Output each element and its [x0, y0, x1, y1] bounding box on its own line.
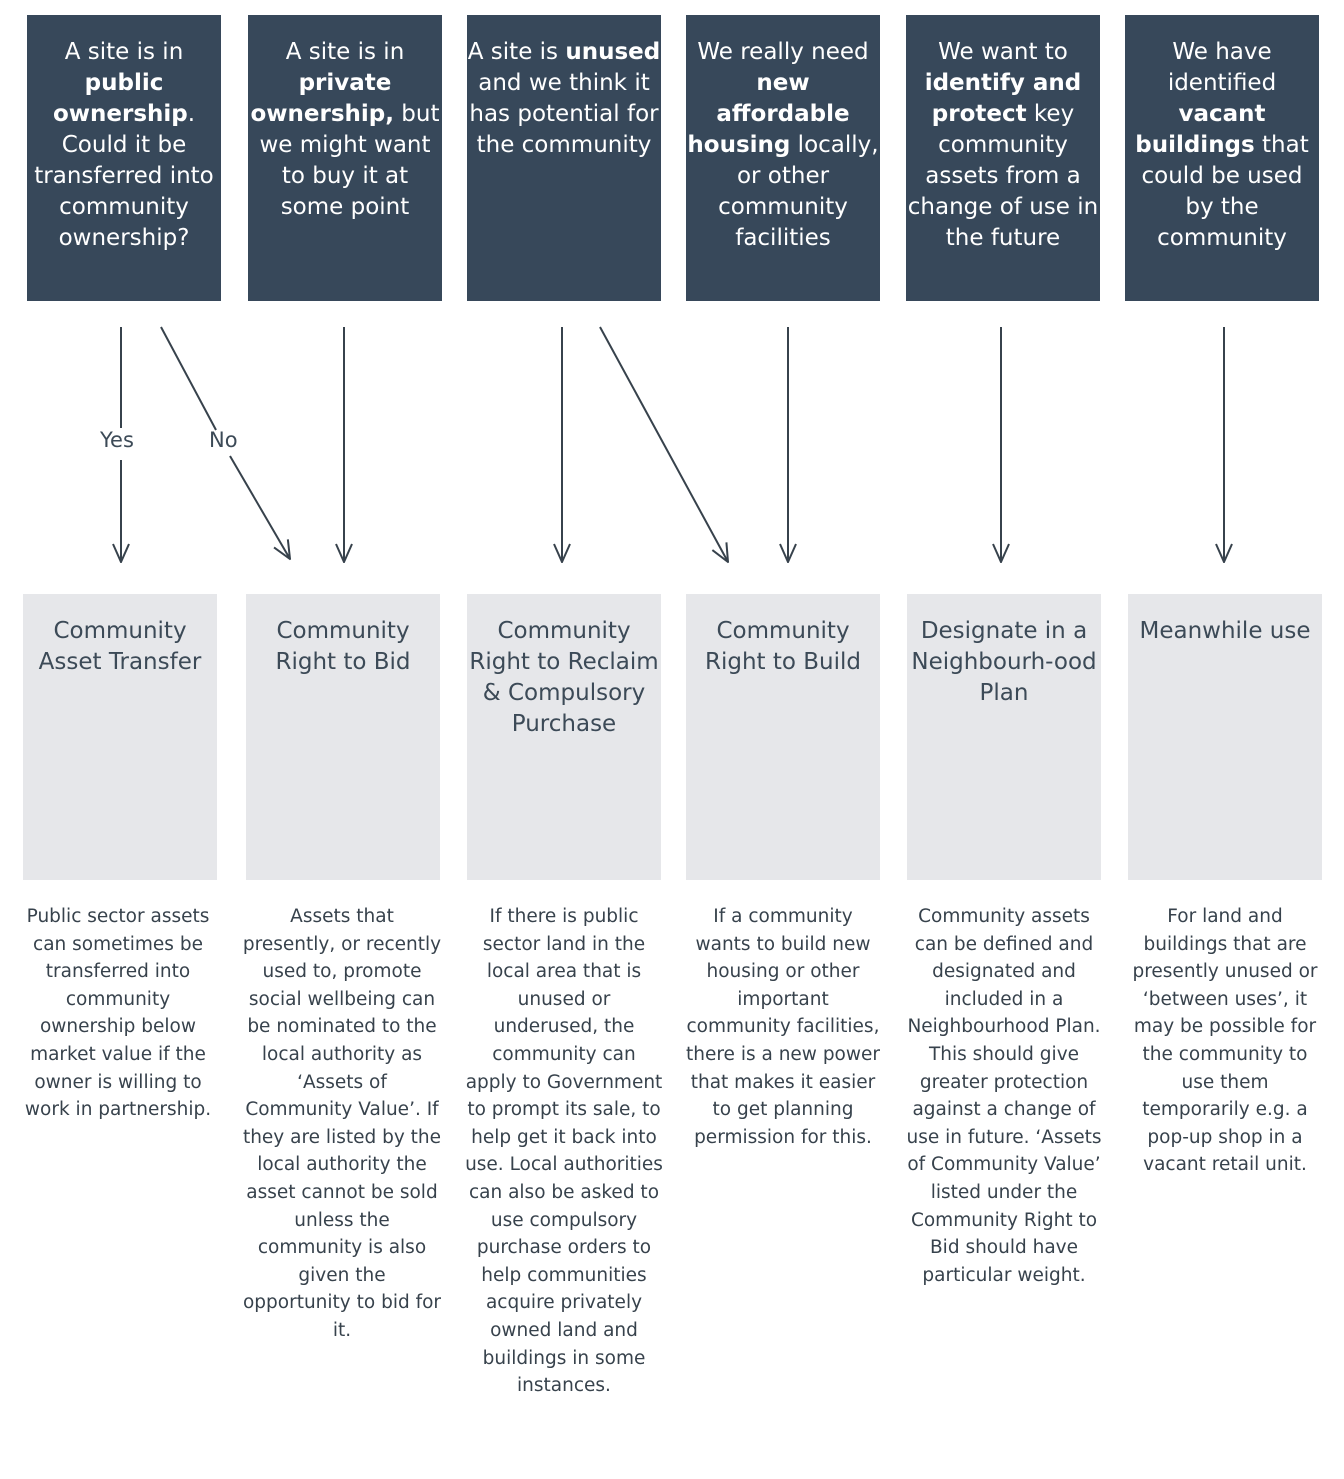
branch-label-no: No: [209, 428, 238, 452]
option-title: Community Asset Transfer: [38, 618, 202, 675]
option-description-right-to-reclaim: If there is public sector land in the lo…: [465, 906, 663, 1397]
option-description-meanwhile-use: For land and buildings that are presentl…: [1132, 906, 1318, 1176]
option-box-right-to-build: Community Right to Build: [686, 594, 880, 880]
option-box-neighbourhood-plan: Designate in a Neighbourh-ood Plan: [907, 594, 1101, 880]
option-title: Community Right to Bid: [275, 618, 411, 675]
arrow-no-to-right-to-bid: [229, 455, 290, 559]
option-description-right-to-bid: Assets that presently, or recently used …: [242, 906, 442, 1341]
option-box-right-to-bid: Community Right to Bid: [246, 594, 440, 880]
arrow-unused-to-right-to-build: [599, 326, 728, 562]
scenario-box-private-ownership: A site is in private ownership, but we m…: [248, 15, 442, 301]
flow-arrows: [0, 326, 1344, 600]
option-description-right-to-build: If a community wants to build new housin…: [686, 906, 880, 1148]
option-box-asset-transfer: Community Asset Transfer: [23, 594, 217, 880]
option-title: Meanwhile use: [1139, 618, 1311, 644]
option-description-neighbourhood-plan: Community assets can be defined and desi…: [906, 906, 1102, 1286]
option-title: Community Right to Reclaim & Compulsory …: [469, 618, 659, 737]
branch-label-yes: Yes: [100, 428, 134, 452]
arrow-no-to-right-to-bid-upper: [160, 326, 217, 431]
option-description-asset-transfer: Public sector assets can sometimes be tr…: [24, 906, 212, 1121]
option-box-meanwhile-use: Meanwhile use: [1128, 594, 1322, 880]
scenario-box-unused-site: A site is unused and we think it has pot…: [467, 15, 661, 301]
scenario-box-protect-assets: We want to identify and protect key comm…: [906, 15, 1100, 301]
scenario-box-public-ownership: A site is in public ownership. Could it …: [27, 15, 221, 301]
scenario-box-vacant-buildings: We have identified vacant buildings that…: [1125, 15, 1319, 301]
scenario-box-affordable-housing: We really need new affordable housing lo…: [686, 15, 880, 301]
option-title: Community Right to Build: [704, 618, 861, 675]
option-title: Designate in a Neighbourh-ood Plan: [911, 618, 1097, 706]
option-box-right-to-reclaim: Community Right to Reclaim & Compulsory …: [467, 594, 661, 880]
